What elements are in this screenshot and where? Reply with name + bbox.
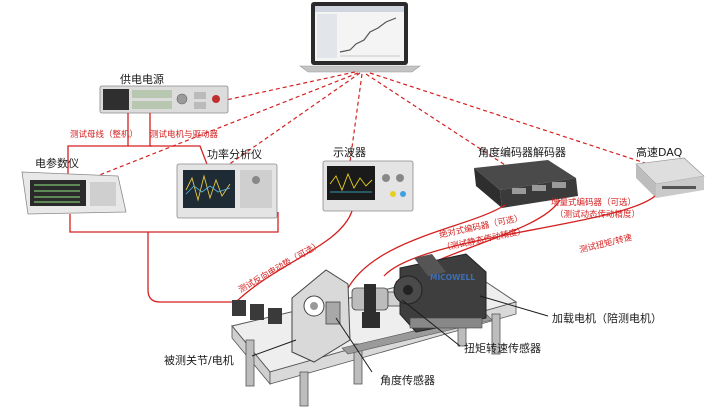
angle-sensor-label: 角度传感器 — [380, 374, 435, 387]
power-analyzer-unit — [176, 163, 278, 219]
encoder-decoder-label: 角度编码器解码器 — [478, 146, 566, 159]
oscilloscope-label: 示波器 — [333, 146, 366, 159]
test-bench — [231, 253, 518, 407]
inc-encoder-label-2: （测试动态传动精度） — [555, 210, 641, 220]
power-lines — [67, 113, 211, 176]
torque-sensor-label: 扭矩转速传感器 — [464, 342, 541, 355]
power-supply-label: 供电电源 — [120, 73, 164, 86]
power-meter-label: 电参数仪 — [35, 157, 79, 170]
oscilloscope-unit — [322, 160, 414, 212]
joint-under-test-label: 被测关节/电机 — [164, 354, 234, 367]
power-analyzer-label: 功率分析仪 — [207, 148, 262, 161]
daq-unit — [635, 157, 705, 198]
power-meter-unit — [21, 171, 127, 215]
laptop — [299, 2, 421, 73]
inc-encoder-label-1: 增量式编码器（可选） — [551, 198, 637, 208]
encoder-decoder-unit — [474, 160, 578, 208]
power-supply-unit — [99, 85, 229, 114]
motor-driver-test-label: 测试电机与驱动器 — [150, 130, 219, 140]
bus-test-label: 测试母线（整机） — [70, 130, 139, 140]
callout-lines — [251, 295, 549, 373]
load-motor-label: 加载电机（陪测电机） — [552, 312, 662, 325]
daq-label: 高速DAQ — [636, 146, 683, 159]
brand-logo-text: MICOWELL — [430, 273, 476, 282]
